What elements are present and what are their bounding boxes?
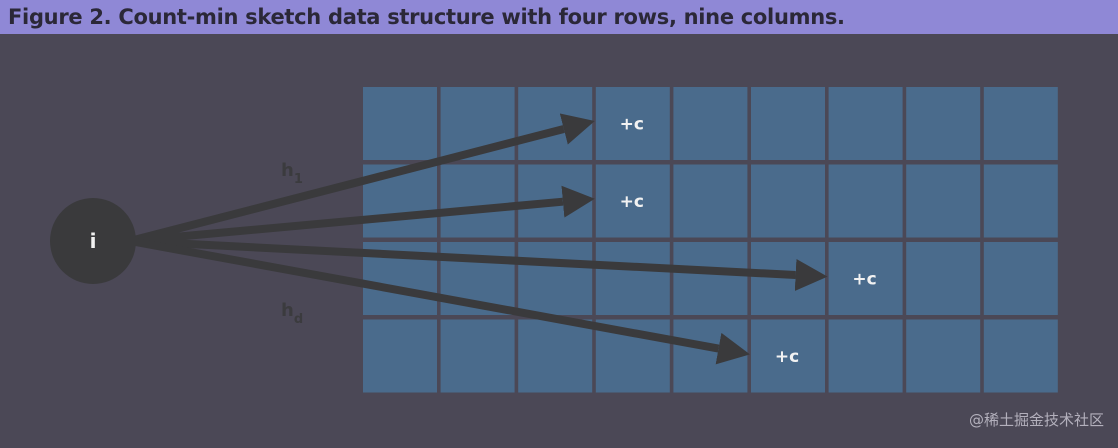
figure-title: Figure 2. Count-min sketch data structur… xyxy=(8,5,845,29)
sketch-cell xyxy=(440,319,515,393)
increment-labels: +c +c +c +c xyxy=(620,115,877,368)
sketch-cell xyxy=(906,87,981,160)
hash-label-subscript: d xyxy=(294,312,303,327)
figure-title-bar: Figure 2. Count-min sketch data structur… xyxy=(0,0,1118,34)
sketch-cell xyxy=(828,164,903,238)
sketch-cell xyxy=(906,319,981,393)
sketch-cell xyxy=(906,164,981,238)
hash-label-subscript: 1 xyxy=(294,172,303,187)
sketch-cell xyxy=(906,242,981,315)
sketch-cell xyxy=(518,87,593,160)
hash-label-1: h1 xyxy=(281,160,303,187)
increment-label-4: +c xyxy=(775,347,799,367)
sketch-cell xyxy=(828,319,903,393)
increment-label-1: +c xyxy=(620,115,644,135)
hash-arrow-1 xyxy=(129,113,595,245)
sketch-cell xyxy=(440,164,515,238)
sketch-cell xyxy=(983,319,1058,393)
sketch-grid xyxy=(363,87,1058,393)
hash-arrow-2 xyxy=(129,185,595,245)
sketch-cell xyxy=(363,319,437,393)
sketch-cell xyxy=(983,242,1058,315)
hash-label-base: h xyxy=(281,300,294,321)
sketch-cell xyxy=(673,87,748,160)
sketch-cell xyxy=(983,164,1058,238)
sketch-cell xyxy=(518,242,593,315)
item-circle xyxy=(50,198,136,284)
increment-label-3: +c xyxy=(852,270,876,290)
sketch-cell xyxy=(518,319,593,393)
hash-arrow-3 xyxy=(129,237,828,291)
increment-label-2: +c xyxy=(620,192,644,212)
sketch-cell xyxy=(595,164,670,238)
item-label: i xyxy=(90,229,97,253)
sketch-cell xyxy=(828,87,903,160)
hash-label-base: h xyxy=(281,160,294,181)
sketch-cell xyxy=(828,242,903,315)
hash-arrows xyxy=(129,113,828,365)
sketch-cell xyxy=(751,87,825,160)
sketch-cell xyxy=(363,87,437,160)
sketch-cell xyxy=(595,242,670,315)
item-node: i xyxy=(50,198,136,284)
sketch-cell xyxy=(751,319,825,393)
watermark: @稀土掘金技术社区 xyxy=(968,411,1104,429)
sketch-cell xyxy=(751,164,825,238)
sketch-cell xyxy=(673,242,748,315)
hash-arrow-4 xyxy=(129,237,750,365)
sketch-cell xyxy=(673,319,748,393)
sketch-cell xyxy=(983,87,1058,160)
hash-label-2: hd xyxy=(281,300,303,327)
sketch-cell xyxy=(595,87,670,160)
sketch-cell xyxy=(673,164,748,238)
